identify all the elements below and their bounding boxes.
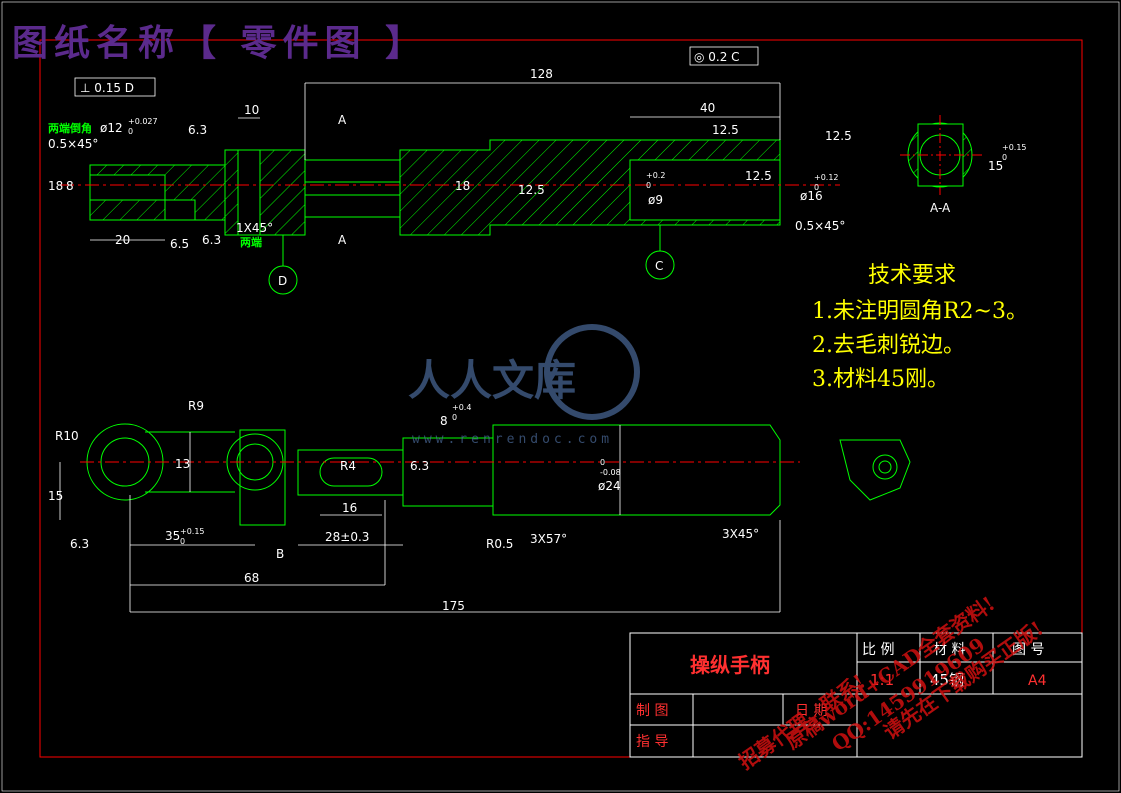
drawing-no-value: A4 [1028, 673, 1047, 689]
chamfer-1x45: 1X45° [236, 221, 273, 235]
tech-item-3: 3.材料45刚。 [812, 367, 949, 392]
dim-8-b-tol: +0.4 [452, 403, 471, 412]
drawing-no-label: 图 号 [1012, 642, 1044, 658]
dim-6-5: 6.5 [170, 237, 189, 251]
top-view [80, 423, 911, 526]
section-aa [900, 115, 985, 195]
section-mark-a-bottom: A [338, 233, 347, 247]
watermark-brand: 人人文库 [408, 356, 576, 405]
dim-r9: R9 [188, 399, 204, 413]
datum-d: D [278, 274, 287, 288]
title-block [629, 632, 1083, 758]
dim-phi9-tol: +0.2 [646, 171, 665, 180]
dim-35-tol: +0.15 [180, 527, 205, 536]
dim-phi12-tol: +0.027 [128, 117, 158, 126]
scale-label: 比 例 [862, 642, 894, 658]
chamfer-3x45: 3X45° [722, 527, 759, 541]
dim-20: 20 [115, 233, 130, 247]
drawn-label: 制 图 [636, 703, 668, 719]
label-both-chamfer: 两端倒角 [48, 121, 92, 135]
roughness-6-3-d: 6.3 [70, 537, 89, 551]
dim-10: 10 [244, 103, 259, 117]
dim-r10: R10 [55, 429, 79, 443]
dim-68: 68 [244, 571, 259, 585]
dim-phi9: ø9 [648, 193, 663, 207]
dim-phi16-tol: +0.12 [814, 173, 839, 182]
stamp-overlay: 原稿word+CAD全套资料! QQ:1459919609 请先在下载购买正版!… [734, 591, 1047, 774]
dim-35-base: 0 [180, 537, 185, 546]
dim-phi24: ø24 [598, 479, 621, 493]
dim-15-aa-tol: +0.15 [1002, 143, 1027, 152]
dim-phi16-base: 0 [814, 183, 819, 192]
section-aa-label: A-A [930, 201, 951, 215]
dim-phi12: ø12 [100, 121, 123, 135]
roughness-12-5-d: 12.5 [825, 129, 852, 143]
dim-40: 40 [700, 101, 715, 115]
coaxiality-tolerance: ◎ 0.2 C [694, 50, 740, 64]
chamfer-3x57: 3X57° [530, 532, 567, 546]
dim-8: 8 [66, 179, 74, 193]
roughness-12-5-a: 12.5 [518, 183, 545, 197]
dim-15-aa: 15 [988, 159, 1003, 173]
datum-markers [268, 225, 675, 295]
dim-35: 35 [165, 529, 180, 543]
dim-13: 13 [175, 457, 190, 471]
dim-phi24-tol: -0.08 [600, 468, 621, 477]
datum-c: C [655, 259, 663, 273]
dim-phi12-base: 0 [128, 127, 133, 136]
perpendicularity-frame [74, 77, 156, 97]
dim-8-b: 8 [440, 414, 448, 428]
material-value: 45钢 [930, 671, 964, 689]
roughness-12-5-c: 12.5 [745, 169, 772, 183]
roughness-12-5-b: 12.5 [712, 123, 739, 137]
coaxiality-frame [689, 46, 759, 66]
watermark: 人人文库 www.renrendoc.com [408, 324, 640, 447]
dim-r0-5: R0.5 [486, 537, 513, 551]
chamfer-0-5-right: 0.5×45° [795, 219, 845, 233]
roughness-6-3-a: 6.3 [188, 123, 207, 137]
tech-title: 技术要求 [868, 263, 956, 288]
dim-phi9-base: 0 [646, 181, 651, 190]
dim-16: 16 [342, 501, 357, 515]
dim-128: 128 [530, 67, 553, 81]
dim-phi16: ø16 [800, 189, 823, 203]
datum-b: B [276, 547, 284, 561]
dim-15-aa-base: 0 [1002, 153, 1007, 162]
watermark-url: www.renrendoc.com [412, 432, 613, 447]
guide-label: 指 导 [636, 734, 668, 750]
label-both-ends: 两端 [240, 235, 262, 249]
dim-175: 175 [442, 599, 465, 613]
roughness-6-3-c: 6.3 [410, 459, 429, 473]
dim-18-mid: 18 [455, 179, 470, 193]
dim-15: 15 [48, 489, 63, 503]
material-label: 材 料 [933, 642, 965, 658]
dim-phi24-base: 0 [600, 458, 605, 467]
part-name: 操纵手柄 [690, 653, 770, 677]
dim-28: 28±0.3 [325, 530, 369, 544]
perpendicularity-tolerance: ⊥ 0.15 D [80, 81, 134, 95]
roughness-6-3-b: 6.3 [202, 233, 221, 247]
date-label: 日 期 [795, 703, 827, 719]
dim-8-b-base: 0 [452, 413, 457, 422]
tech-item-2: 2.去毛刺锐边。 [812, 333, 965, 358]
drawing-frame [39, 39, 1083, 758]
drawing-name-label: 图纸名称【 零件图 】 [12, 22, 428, 64]
dim-18-left: 18 [48, 179, 63, 193]
dimension-lines [59, 82, 781, 613]
chamfer-0-5: 0.5×45° [48, 137, 98, 151]
front-view [60, 139, 840, 236]
section-mark-a-top: A [338, 113, 347, 127]
dim-r4: R4 [340, 459, 356, 473]
tech-item-1: 1.未注明圆角R2~3。 [812, 299, 1028, 324]
scale-value: 1:1 [870, 671, 894, 689]
